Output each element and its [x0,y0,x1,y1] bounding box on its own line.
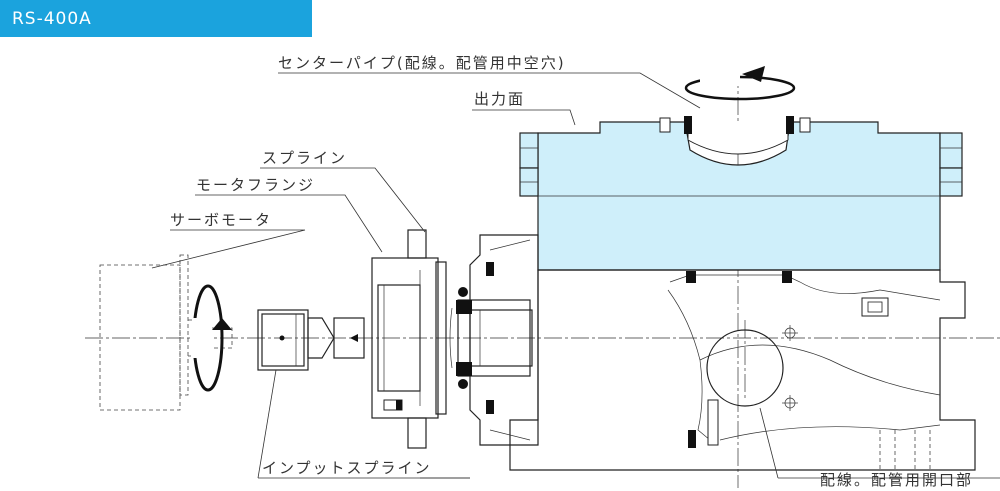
model-header-tab: RS-400A [0,0,312,37]
rotation-arrow-icon [684,66,796,101]
label-spline: スプライン [262,149,347,167]
wiring-opening-circle [706,329,784,407]
input-housing [449,234,539,446]
base-housing [509,269,976,471]
label-servo-motor: サーボモータ [170,211,272,229]
label-center-pipe: センターパイプ(配線。配管用中空穴) [278,54,566,72]
shaft-rotation-arrow-icon [192,284,232,392]
label-motor-flange: モータフランジ [196,176,315,194]
label-output-face: 出力面 [474,90,525,108]
model-name: RS-400A [12,8,92,29]
rotary-table-body [519,116,963,271]
input-spline-part [257,309,365,371]
label-wiring-opening: 配線。配管用開口部 [820,471,973,489]
bolt-hole-icon [782,325,798,411]
leader-lines [151,72,1000,479]
motor-flange [371,229,447,449]
label-input-spline: インプットスプライン [262,459,432,477]
